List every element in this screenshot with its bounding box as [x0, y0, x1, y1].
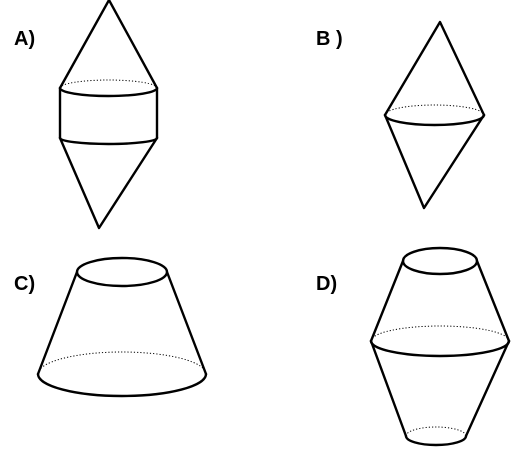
- option-a[interactable]: A): [14, 0, 159, 230]
- option-d-shape: [369, 246, 511, 447]
- option-d-label: D): [316, 273, 337, 295]
- option-c[interactable]: C): [14, 256, 208, 398]
- option-b-shape: [383, 20, 486, 210]
- option-a-shape: [58, 0, 159, 230]
- option-a-label: A): [14, 28, 35, 50]
- option-d[interactable]: D): [316, 246, 511, 447]
- option-b[interactable]: B ): [316, 20, 486, 210]
- option-c-shape: [36, 256, 208, 398]
- option-c-label: C): [14, 273, 35, 295]
- option-b-label: B ): [316, 28, 343, 50]
